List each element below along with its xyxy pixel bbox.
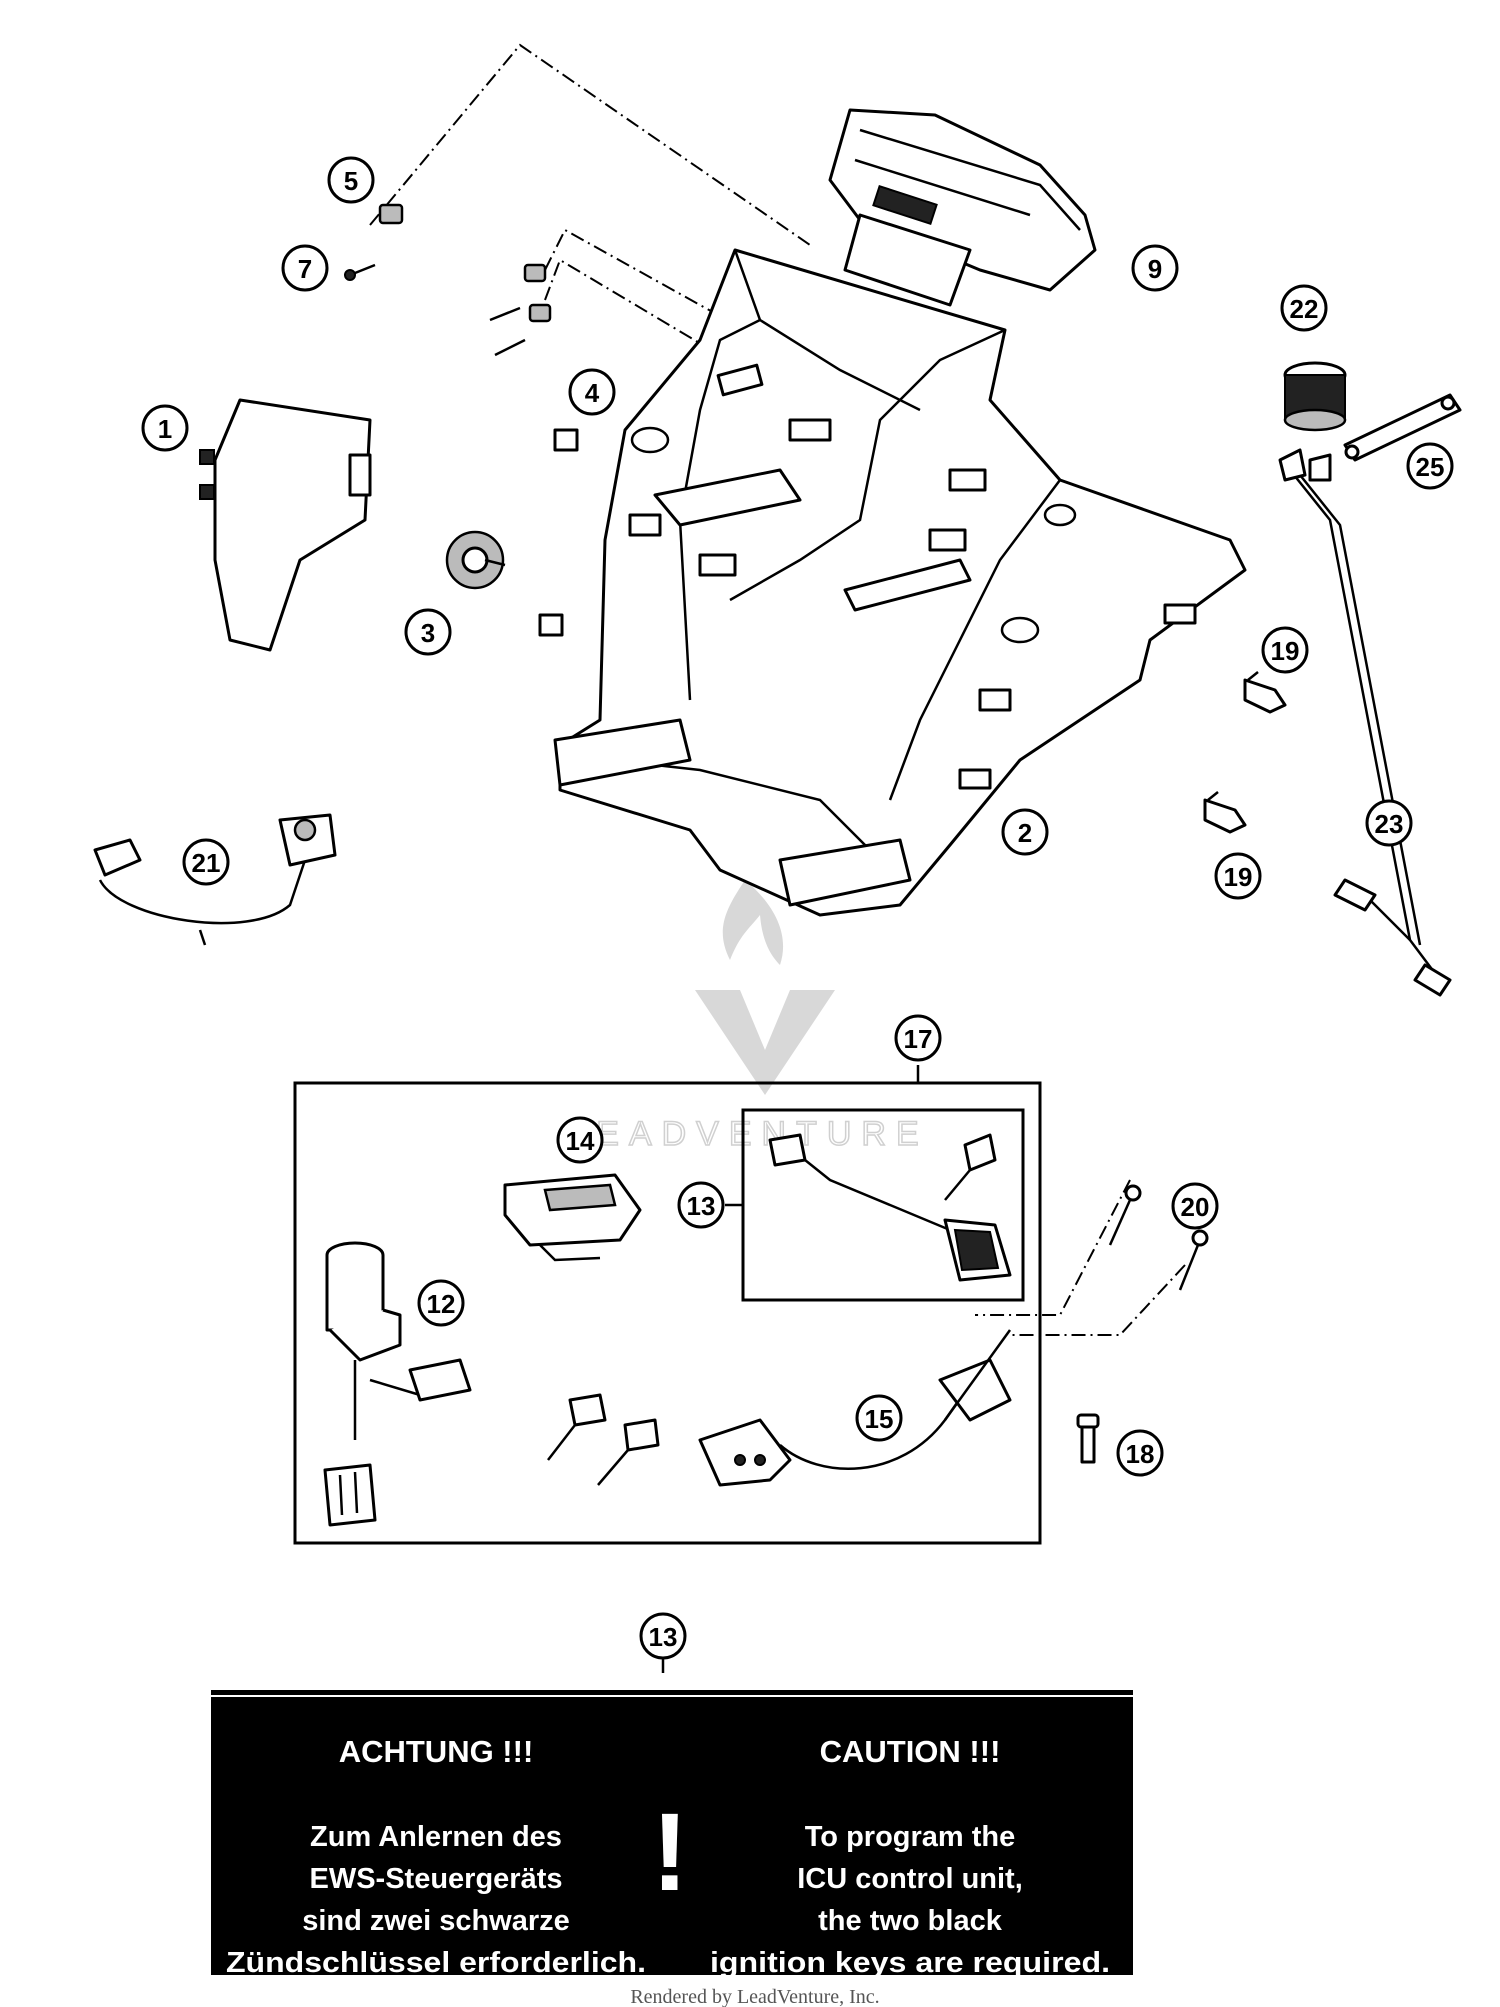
- svg-text:19: 19: [1271, 636, 1300, 666]
- caution-label: ACHTUNG !!! Zum Anlernen des EWS-Steuerg…: [211, 1690, 1133, 1979]
- callout-1: 1: [141, 404, 189, 452]
- svg-text:25: 25: [1416, 452, 1445, 482]
- svg-text:7: 7: [298, 254, 312, 284]
- callout-17: 17: [894, 1014, 942, 1062]
- svg-text:2: 2: [1018, 818, 1032, 848]
- callout-7: 7: [281, 244, 329, 292]
- callout-4: 4: [568, 368, 616, 416]
- grommet-bolt-part: [445, 530, 506, 590]
- antenna-part-15: [698, 1329, 1012, 1487]
- callout-20: 20: [1171, 1182, 1219, 1230]
- callout-18: 18: [1116, 1429, 1164, 1477]
- svg-text:22: 22: [1290, 294, 1319, 324]
- callout-13-upper: 13: [677, 1181, 725, 1229]
- caution-de-line-3: sind zwei schwarze: [302, 1905, 570, 1937]
- callout-3: 3: [404, 608, 452, 656]
- leadventure-watermark: LEADVENTURE: [567, 880, 928, 1154]
- sensor-cable-part-21: [93, 813, 337, 946]
- caution-en-line-2: ICU control unit,: [797, 1863, 1023, 1895]
- svg-text:4: 4: [585, 378, 600, 408]
- watermark-text: LEADVENTURE: [567, 1115, 928, 1153]
- svg-text:15: 15: [865, 1404, 894, 1434]
- svg-text:9: 9: [1148, 254, 1162, 284]
- callout-14: 14: [556, 1116, 604, 1164]
- callout-19-upper: 19: [1261, 626, 1309, 674]
- svg-text:5: 5: [344, 166, 358, 196]
- svg-text:13: 13: [687, 1191, 716, 1221]
- svg-text:19: 19: [1224, 862, 1253, 892]
- footer-credit: Rendered by LeadVenture, Inc.: [630, 1986, 879, 2007]
- instrument-cluster-part: [828, 108, 1097, 307]
- callout-25: 25: [1406, 442, 1454, 490]
- callout-13-lower: 13: [639, 1612, 687, 1660]
- leader-lines: [369, 43, 1186, 1336]
- caution-en-heading: CAUTION !!!: [820, 1734, 1001, 1769]
- headlight-frame-part: [553, 248, 1247, 917]
- cover-cap-part-14: [503, 1173, 642, 1262]
- svg-text:21: 21: [192, 848, 221, 878]
- callout-2: 2: [1001, 808, 1049, 856]
- svg-text:13: 13: [649, 1622, 678, 1652]
- svg-text:14: 14: [566, 1126, 595, 1156]
- svg-text:3: 3: [421, 618, 435, 648]
- callout-12: 12: [417, 1279, 465, 1327]
- caution-en-line-1: To program the: [805, 1821, 1016, 1853]
- callout-15: 15: [855, 1394, 903, 1442]
- svg-text:12: 12: [427, 1289, 456, 1319]
- caution-de-line-1: Zum Anlernen des: [310, 1821, 562, 1853]
- svg-text:18: 18: [1126, 1439, 1155, 1469]
- pin-part-18: [1076, 1413, 1100, 1464]
- caution-de-line-2: EWS-Steuergeräts: [309, 1863, 562, 1895]
- caution-de-line-4: Zündschlüssel erforderlich.: [226, 1947, 646, 1979]
- svg-text:17: 17: [904, 1024, 933, 1054]
- svg-text:23: 23: [1375, 809, 1404, 839]
- callouts: 1 2 3 4 5 7 9 12 13 13 14 15 17 18 19 19…: [141, 156, 1454, 1660]
- ignition-lock-set-box: [293, 1065, 1042, 1545]
- socket-part-22: [1283, 361, 1347, 432]
- bolt-part-19: [1203, 671, 1287, 834]
- bracket-part-25: [1343, 393, 1462, 462]
- svg-text:1: 1: [158, 414, 172, 444]
- exclamation-icon: !: [652, 1791, 689, 1914]
- callout-9: 9: [1131, 244, 1179, 292]
- ignition-keys: [547, 1393, 660, 1486]
- screw-part-20: [1108, 1184, 1209, 1291]
- svg-text:20: 20: [1181, 1192, 1210, 1222]
- screw-part-7: [344, 263, 526, 357]
- caution-en-line-4: ignition keys are required.: [710, 1947, 1110, 1979]
- callout-22: 22: [1280, 284, 1328, 332]
- ignition-lock-part-12: [323, 1241, 472, 1527]
- clip-part-4: [538, 428, 579, 637]
- harness-part-23: [1278, 448, 1452, 997]
- callout-19-lower: 19: [1214, 852, 1262, 900]
- callout-23: 23: [1365, 799, 1413, 847]
- transponder-cable-part-13: [768, 1133, 1012, 1282]
- damper-part-5: [378, 203, 552, 323]
- caution-en-line-3: the two black: [818, 1905, 1003, 1937]
- caution-de-heading: ACHTUNG !!!: [339, 1734, 534, 1769]
- callout-5: 5: [327, 156, 375, 204]
- cover-part: [199, 398, 372, 652]
- callout-21: 21: [182, 838, 230, 886]
